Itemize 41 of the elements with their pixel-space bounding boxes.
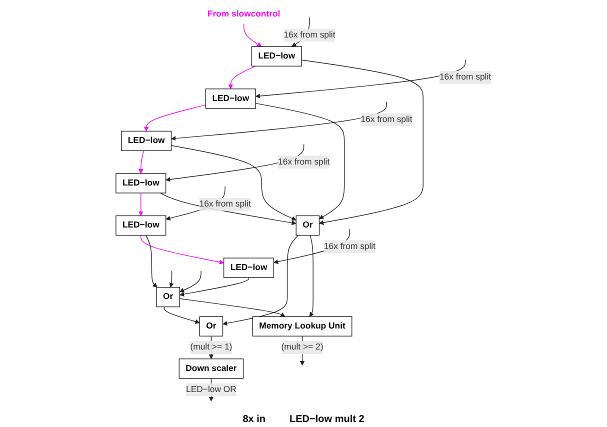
edge-label: LED−low OR — [186, 384, 236, 394]
node-box: LED−low — [116, 215, 166, 236]
arrow — [228, 66, 256, 90]
arrow — [144, 104, 206, 132]
edge-label: 16x from split — [199, 199, 251, 209]
node-box: LED−low — [251, 46, 302, 66]
edge-label: 16x from split — [284, 30, 336, 40]
arrow — [170, 145, 296, 221]
edge-label: (mult >= 2) — [281, 342, 324, 352]
node-box: LED−low — [121, 130, 172, 152]
arrow — [301, 60, 424, 225]
note-text: 8x in — [242, 414, 266, 425]
arrow — [146, 234, 158, 288]
node-box: LED−low — [205, 88, 256, 109]
edge-label: 16x from split — [439, 72, 492, 82]
node-box: LED−low — [223, 258, 274, 278]
arrow — [171, 102, 387, 141]
edge-label: (mult >= 1) — [190, 342, 232, 352]
arrow — [164, 306, 200, 324]
edge-label: 16x from split — [360, 114, 412, 124]
node-box: Or — [199, 316, 224, 336]
node-box: Down scaler — [178, 358, 244, 379]
arrow — [309, 234, 314, 317]
edge-label: 16x from split — [278, 157, 330, 166]
arrow — [138, 150, 144, 174]
note-text: LED−low mult 2 — [290, 414, 364, 425]
arrow — [255, 59, 466, 98]
arrow — [179, 270, 202, 292]
node-box: Or — [296, 215, 320, 236]
edge-label: 16x from split — [324, 242, 376, 251]
node-box: LED−low — [116, 173, 166, 194]
arrow — [169, 270, 174, 288]
node-box: Or — [156, 286, 180, 308]
node-box: Memory Lookup Unit — [252, 316, 352, 336]
node-text: From slowcontrol — [207, 9, 280, 18]
arrow — [138, 192, 144, 216]
arrow — [179, 277, 250, 297]
arrow — [255, 102, 345, 220]
arrow — [179, 298, 286, 317]
arrow — [243, 24, 262, 47]
arrow — [140, 234, 224, 264]
